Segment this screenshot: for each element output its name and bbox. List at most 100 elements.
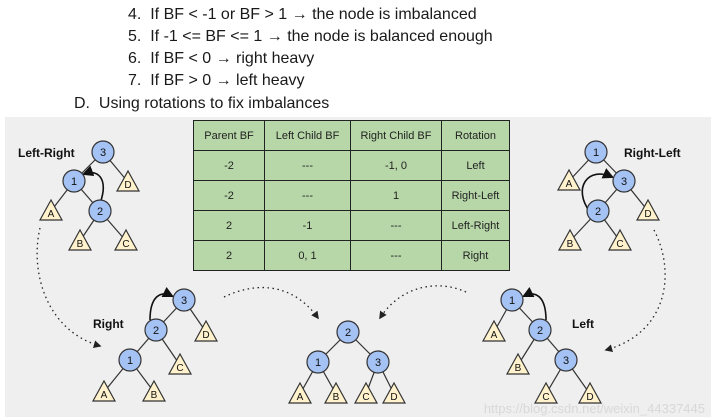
rotation-arrow — [521, 286, 547, 321]
table-row: -2 --- -1, 0 Left — [193, 150, 510, 181]
tree-node — [586, 199, 610, 223]
list-number: 4. — [128, 6, 142, 23]
subtree-label: B — [515, 363, 522, 374]
tree-node — [366, 350, 390, 374]
transition-arrow — [379, 285, 467, 320]
table-cell: 1 — [350, 180, 442, 211]
subtree-triangle — [167, 352, 193, 375]
table-cell: Right-Left — [441, 180, 510, 211]
node-label: 3 — [563, 355, 569, 367]
node-label: 3 — [100, 147, 106, 159]
subtree-triangle — [607, 228, 633, 251]
tree-node — [172, 288, 196, 312]
table-row: 2 0, 1 --- Right — [193, 240, 510, 271]
subtree-triangle — [556, 168, 582, 191]
tree-node — [62, 169, 86, 193]
subtree-label: C — [362, 392, 369, 403]
subtree-label: C — [122, 239, 129, 250]
subtree-label: C — [616, 239, 623, 250]
list-number: 7. — [128, 72, 142, 89]
subtree-triangle — [577, 381, 603, 404]
table-header: Parent BF — [193, 120, 265, 151]
table-cell: Right — [441, 240, 510, 271]
node-label: 2 — [345, 327, 351, 339]
table-cell: --- — [264, 150, 351, 181]
node-label: 3 — [621, 176, 627, 188]
node-label: 3 — [375, 357, 381, 369]
subtree-label: A — [491, 330, 498, 341]
tree-node — [554, 348, 578, 372]
table-header-row: Parent BF Left Child BF Right Child BF R… — [193, 120, 510, 151]
transition-arrow — [223, 286, 319, 320]
tree-node — [500, 288, 524, 312]
table-cell: 2 — [193, 240, 265, 271]
tree-node — [306, 350, 330, 374]
node-label: 2 — [537, 325, 543, 337]
case-label: Left-Right — [18, 146, 75, 160]
table-cell: -1, 0 — [350, 150, 442, 181]
table-cell: --- — [264, 180, 351, 211]
table-header: Left Child BF — [264, 120, 351, 151]
tree-node — [144, 318, 168, 342]
list-number: 6. — [128, 50, 142, 67]
subtree-triangle — [353, 381, 379, 404]
table-header: Right Child BF — [350, 120, 442, 151]
subtree-triangle — [505, 352, 531, 375]
subtree-triangle — [115, 169, 141, 192]
tree-node — [336, 320, 360, 344]
subtree-triangle — [557, 228, 583, 251]
subtree-label: D — [390, 392, 397, 403]
rotation-table: Parent BF Left Child BF Right Child BF R… — [193, 120, 510, 271]
table-cell: 2 — [193, 210, 265, 241]
table-cell: -2 — [193, 180, 265, 211]
subtree-triangle — [323, 381, 349, 404]
subtree-triangle — [481, 319, 507, 342]
case-label: Right-Left — [624, 146, 681, 160]
watermark: https://blog.csdn.net/weixin_44337445 — [483, 401, 705, 416]
subtree-label: A — [101, 390, 108, 401]
subtree-triangle — [141, 379, 167, 402]
node-label: 1 — [509, 295, 515, 307]
case-label: Right — [93, 317, 124, 331]
list-text: If BF > 0 → left heavy — [150, 72, 305, 89]
table-cell: --- — [350, 240, 442, 271]
transition-arrow — [604, 229, 666, 353]
table-cell: Left — [441, 150, 510, 181]
subtree-triangle — [287, 381, 313, 404]
table-cell: 0, 1 — [264, 240, 351, 271]
subtree-label: D — [124, 180, 131, 191]
node-label: 1 — [71, 176, 77, 188]
subtree-label: D — [586, 392, 593, 403]
table-header: Rotation — [441, 120, 510, 151]
node-label: 1 — [593, 147, 599, 159]
subtree-label: C — [176, 363, 183, 374]
table-cell: -1 — [264, 210, 351, 241]
node-label: 3 — [181, 295, 187, 307]
list-item-5: 5. If -1 <= BF <= 1 → the node is balanc… — [128, 27, 493, 47]
case-label: Left — [572, 317, 594, 331]
node-label: 2 — [153, 325, 159, 337]
table-cell: -2 — [193, 150, 265, 181]
subtree-triangle — [381, 381, 407, 404]
list-text: If BF < -1 or BF > 1 → the node is imbal… — [150, 6, 477, 23]
subtree-label: A — [297, 392, 304, 403]
subtree-label: D — [644, 209, 651, 220]
list-text: If BF < 0 → right heavy — [150, 50, 315, 67]
table-cell: --- — [350, 210, 442, 241]
node-label: 1 — [315, 357, 321, 369]
list-item-7: 7. If BF > 0 → left heavy — [128, 71, 305, 91]
tree-node — [584, 140, 608, 164]
subtree-triangle — [113, 228, 139, 251]
section-text: Using rotations to fix imbalances — [98, 95, 330, 112]
rotation-arrow — [581, 168, 615, 213]
subtree-label: B — [333, 392, 340, 403]
subtree-label: B — [151, 390, 158, 401]
subtree-triangle — [67, 228, 93, 251]
subtree-triangle — [38, 198, 64, 221]
list-item-4: 4. If BF < -1 or BF > 1 → the node is im… — [128, 5, 477, 25]
section-heading: D. Using rotations to fix imbalances — [74, 94, 329, 114]
subtree-label: B — [567, 239, 574, 250]
tree-node — [612, 169, 636, 193]
subtree-label: A — [566, 179, 573, 190]
